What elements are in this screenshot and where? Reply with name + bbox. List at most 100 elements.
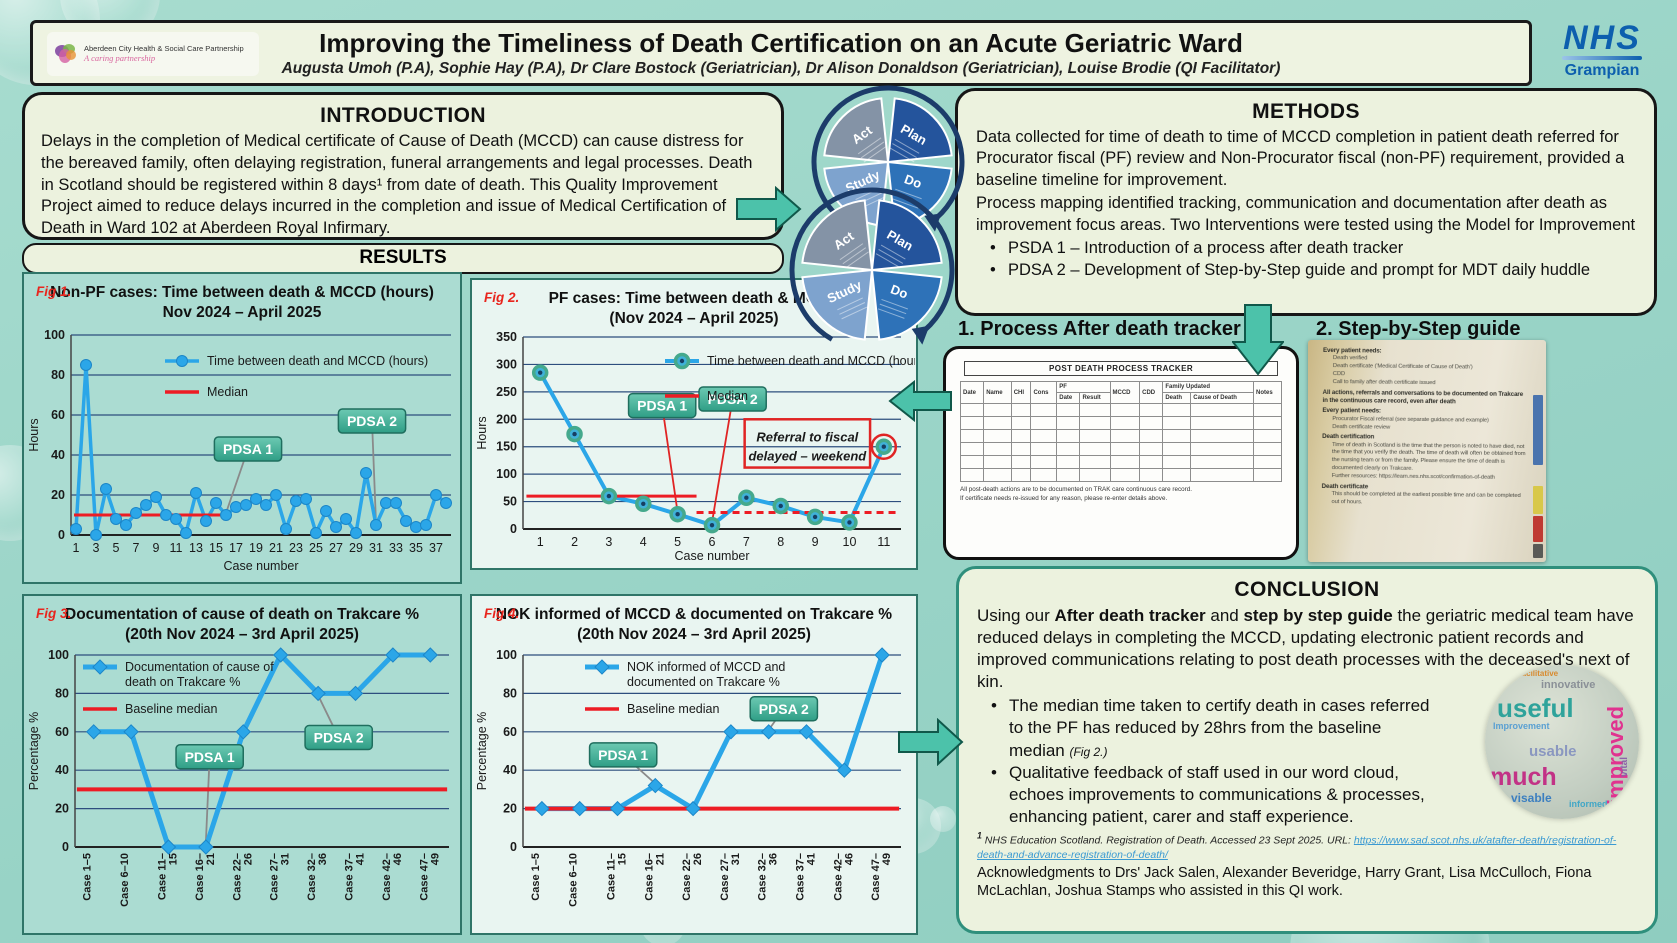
- svg-text:20: 20: [51, 488, 65, 502]
- svg-text:death on Trakcare %: death on Trakcare %: [125, 675, 240, 689]
- tracker-col-header: Name: [983, 381, 1012, 404]
- partnership-heart-icon: [55, 44, 76, 63]
- svg-text:Case 16–: Case 16–: [643, 853, 655, 901]
- svg-text:37: 37: [429, 541, 443, 555]
- fig1-title: Non-PF cases: Time between death & MCCD …: [50, 284, 434, 321]
- svg-text:60: 60: [55, 724, 69, 738]
- svg-text:5: 5: [674, 535, 681, 549]
- fig3-panel: Fig 3. Documentation of cause of death o…: [22, 594, 462, 935]
- svg-text:Case number: Case number: [223, 559, 298, 573]
- svg-text:36: 36: [317, 853, 329, 865]
- svg-text:33: 33: [389, 541, 403, 555]
- svg-text:0: 0: [58, 528, 65, 542]
- svg-text:Case 6–10: Case 6–10: [119, 853, 131, 907]
- fig2-label: Fig 2.: [484, 290, 520, 305]
- svg-text:Documentation of cause of: Documentation of cause of: [125, 660, 274, 674]
- svg-text:26: 26: [692, 853, 704, 865]
- guide-text-line: This should be completed at the earliest…: [1331, 491, 1521, 506]
- svg-text:40: 40: [51, 448, 65, 462]
- svg-text:Do: Do: [902, 171, 923, 191]
- svg-text:PDSA 1: PDSA 1: [598, 746, 648, 762]
- methods-bullet-pdsa2: PDSA 2 – Development of Step-by-Step gui…: [986, 260, 1636, 282]
- svg-text:Case 27–: Case 27–: [269, 853, 281, 901]
- svg-text:150: 150: [496, 439, 517, 453]
- word-cloud-word: usable: [1529, 743, 1577, 760]
- methods-section: METHODS Data collected for time of death…: [955, 88, 1657, 316]
- nhs-logo-text: NHS: [1563, 19, 1641, 57]
- introduction-heading: INTRODUCTION: [320, 104, 486, 127]
- svg-text:PDSA 1: PDSA 1: [185, 748, 235, 764]
- partnership-tagline: A caring partnership: [84, 53, 156, 64]
- svg-text:21: 21: [654, 853, 666, 865]
- nhs-grampian-logo: NHS Grampian: [1546, 19, 1658, 80]
- svg-text:Percentage %: Percentage %: [475, 711, 489, 790]
- svg-text:Case 42–: Case 42–: [381, 853, 393, 901]
- svg-text:20: 20: [55, 801, 69, 815]
- guide-text-line: All actions, referrals and conversations…: [1322, 388, 1524, 406]
- svg-text:Case 47–: Case 47–: [870, 853, 882, 901]
- svg-text:49: 49: [429, 853, 441, 865]
- intro-to-pdsa-arrow-icon: [736, 186, 802, 232]
- poster-authors: Augusta Umoh (P.A), Sophie Hay (P.A), Dr…: [281, 59, 1281, 77]
- conclusion-bullet-1: The median time taken to certify death i…: [987, 695, 1439, 761]
- svg-text:27: 27: [329, 541, 343, 555]
- methods-heading: METHODS: [1252, 100, 1360, 123]
- tracker-empty-row: [959, 416, 1283, 430]
- tracker-col-header: Cons: [1030, 381, 1058, 404]
- guide-tab-grey: [1533, 544, 1543, 558]
- svg-text:3: 3: [93, 541, 100, 555]
- guide-text-line: Further resources: https://learn.nes.nhs…: [1331, 472, 1495, 481]
- guide-tab-blue: [1533, 395, 1543, 465]
- partnership-logo-text: Aberdeen City Health & Social Care Partn…: [84, 43, 244, 53]
- svg-text:50: 50: [503, 494, 517, 508]
- fig2-title: PF cases: Time between death & MCCD (Nov…: [548, 290, 840, 327]
- svg-text:1: 1: [73, 541, 80, 555]
- svg-text:documented on Trakcare %: documented on Trakcare %: [627, 675, 780, 689]
- svg-text:80: 80: [55, 686, 69, 700]
- word-cloud-word: vital: [1619, 756, 1630, 777]
- tracker-col-header: CHI: [1010, 381, 1032, 404]
- conclusion-bullets: The median time taken to certify death i…: [987, 695, 1637, 828]
- svg-text:25: 25: [309, 541, 323, 555]
- svg-text:Case number: Case number: [674, 549, 749, 563]
- svg-text:11: 11: [170, 541, 183, 555]
- methods-paragraph-2: Process mapping identified tracking, com…: [976, 194, 1636, 234]
- svg-text:0: 0: [62, 840, 69, 854]
- svg-text:8: 8: [777, 535, 784, 549]
- svg-text:23: 23: [289, 541, 303, 555]
- svg-text:9: 9: [812, 535, 819, 549]
- svg-text:31: 31: [280, 853, 292, 865]
- svg-text:NOK informed of MCCD and: NOK informed of MCCD and: [627, 660, 785, 674]
- footnote-link[interactable]: https://www.sad.scot.nhs.uk/atafter-deat…: [977, 834, 1617, 861]
- svg-text:Referral to fiscal: Referral to fiscal: [756, 429, 858, 444]
- svg-text:49: 49: [881, 853, 893, 865]
- svg-text:Case 6–10: Case 6–10: [568, 853, 580, 907]
- svg-text:PDSA 2: PDSA 2: [708, 391, 758, 407]
- svg-text:Case 32–: Case 32–: [757, 853, 769, 901]
- svg-text:6: 6: [709, 535, 716, 549]
- word-cloud-word: innovative: [1541, 679, 1596, 691]
- word-cloud-word: facilitative: [1519, 669, 1559, 678]
- svg-text:46: 46: [843, 853, 855, 865]
- tracker-title: POST DEATH PROCESS TRACKER: [964, 361, 1278, 376]
- svg-text:31: 31: [730, 853, 742, 865]
- svg-text:46: 46: [392, 853, 404, 865]
- word-cloud-word: improved: [1603, 705, 1628, 805]
- svg-text:Hours: Hours: [475, 416, 489, 449]
- tracker-empty-row: [959, 468, 1283, 482]
- svg-text:PDSA 1: PDSA 1: [223, 441, 273, 457]
- tracker-col-header: Date: [959, 381, 985, 404]
- methods-paragraph-1: Data collected for time of death to time…: [976, 128, 1625, 189]
- fig3-label: Fig 3.: [36, 606, 72, 621]
- word-cloud-word: much: [1490, 763, 1557, 791]
- tracker-subcol-header: Date: [1056, 392, 1081, 404]
- guide-text-line: Call to family after death certificate i…: [1332, 378, 1436, 386]
- svg-text:15: 15: [209, 541, 223, 555]
- svg-text:21: 21: [269, 541, 283, 555]
- svg-text:9: 9: [153, 541, 160, 555]
- conclusion-footnote: 1 NHS Education Scotland. Registration o…: [977, 830, 1617, 861]
